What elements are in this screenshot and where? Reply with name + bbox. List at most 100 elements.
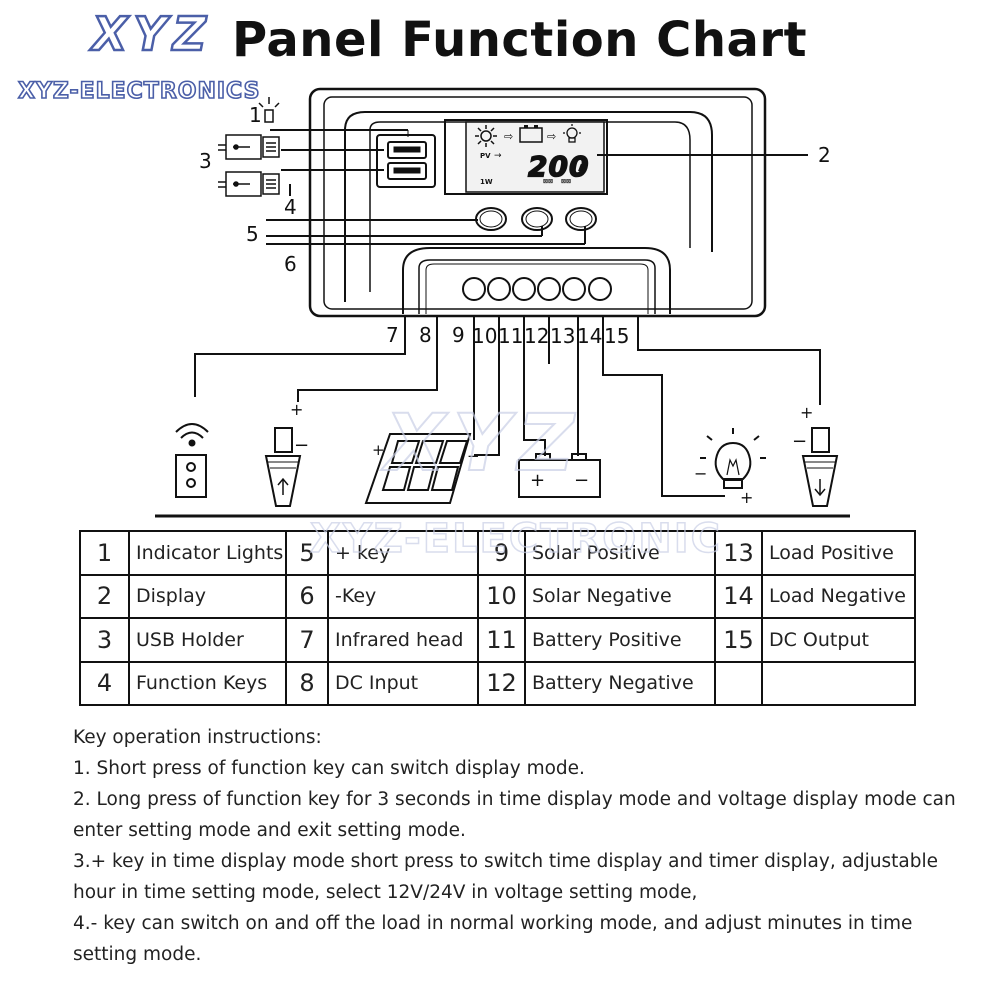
callout-number: 9 <box>452 323 465 347</box>
callout-numbers: 1 2 3 4 5 6 7 8 9 10 11 12 13 14 15 <box>199 103 831 348</box>
table-row: 1 Indicator Lights 5 + key 9 Solar Posit… <box>79 530 916 576</box>
callout-number: 15 <box>604 324 629 348</box>
item-label: Load Negative <box>761 573 916 619</box>
item-number: 4 <box>79 660 130 706</box>
power-label: 1W <box>480 178 493 186</box>
item-label: DC Input <box>327 660 479 706</box>
table-row: 2 Display 6 -Key 10 Solar Negative 14 Lo… <box>79 573 916 619</box>
item-label: + key <box>327 530 479 576</box>
item-number: 15 <box>714 617 763 663</box>
callout-number: 11 <box>498 324 523 348</box>
item-label: Display <box>128 573 287 619</box>
item-label <box>761 660 916 706</box>
terminal-screw <box>537 277 561 301</box>
lamp-load-icon: − + <box>694 428 766 507</box>
svg-text:→: → <box>494 151 502 161</box>
terminal-block <box>402 247 671 314</box>
callout-number: 8 <box>419 323 432 347</box>
svg-text:⇨: ⇨ <box>547 130 556 143</box>
logo-subtitle: XYZ-ELECTRONICS <box>18 79 260 104</box>
indicator-light <box>258 97 280 123</box>
solar-panel-icon: + − <box>364 433 480 504</box>
item-label: Battery Positive <box>524 617 716 663</box>
callout-number: 6 <box>284 252 297 276</box>
callout-number: 13 <box>550 324 575 348</box>
item-number: 11 <box>477 617 526 663</box>
callout-number: 2 <box>818 143 831 167</box>
callout-number: 14 <box>577 324 602 348</box>
callout-number: 7 <box>386 323 399 347</box>
lcd-display: PV → ⇨ ⇨ 200 A 1W ⊠⊠ ⊠⊠ <box>444 119 608 195</box>
wiring <box>194 316 821 497</box>
dc-output-plug-icon: + − <box>792 403 839 507</box>
svg-text:−: − <box>694 464 707 483</box>
function-keys <box>475 207 597 231</box>
plus-key <box>521 207 553 231</box>
item-number: 12 <box>477 660 526 706</box>
table-row: 4 Function Keys 8 DC Input 12 Battery Ne… <box>79 660 916 706</box>
callout-number: 3 <box>199 149 212 173</box>
svg-text:+: + <box>800 403 813 422</box>
svg-text:⊠⊠: ⊠⊠ <box>543 178 553 185</box>
item-number: 8 <box>285 660 329 706</box>
item-label: Indicator Lights <box>128 530 287 576</box>
svg-text:+: + <box>530 470 545 491</box>
item-label: Load Positive <box>761 530 916 576</box>
table-row: 3 USB Holder 7 Infrared head 11 Battery … <box>79 617 916 663</box>
instructions-heading: Key operation instructions: <box>73 727 322 748</box>
battery-icon <box>519 127 543 143</box>
callout-number: 12 <box>524 324 549 348</box>
callout-number: 5 <box>246 222 259 246</box>
callout-number: 4 <box>284 195 297 219</box>
key-operation-instructions: Key operation instructions: 1. Short pre… <box>73 722 973 970</box>
svg-text:+: + <box>740 488 753 507</box>
svg-text:−: − <box>467 447 480 465</box>
pv-label: PV <box>480 152 491 160</box>
display-reading: 200 <box>528 150 589 183</box>
item-number: 6 <box>285 573 329 619</box>
item-number: 10 <box>477 573 526 619</box>
instruction-line: 2. Long press of function key for 3 seco… <box>73 789 956 841</box>
sun-icon <box>475 125 497 147</box>
item-label: USB Holder <box>128 617 287 663</box>
svg-text:⇨: ⇨ <box>504 130 513 143</box>
instruction-line: 1. Short press of function key can switc… <box>73 758 585 779</box>
item-number: 3 <box>79 617 130 663</box>
instruction-line: 3.+ key in time display mode short press… <box>73 851 939 903</box>
item-number: 5 <box>285 530 329 576</box>
item-number: 9 <box>477 530 526 576</box>
item-number: 2 <box>79 573 130 619</box>
callout-number: 1 <box>249 103 262 127</box>
item-label: Solar Positive <box>524 530 716 576</box>
item-label: Infrared head <box>327 617 479 663</box>
item-label: Solar Negative <box>524 573 716 619</box>
terminal-screw <box>487 277 511 301</box>
bulb-icon <box>563 124 581 143</box>
item-label: Battery Negative <box>524 660 716 706</box>
callout-number: 10 <box>472 324 497 348</box>
item-number: 13 <box>714 530 763 576</box>
item-label: Function Keys <box>128 660 287 706</box>
usb-holder <box>376 134 436 188</box>
function-table: 1 Indicator Lights 5 + key 9 Solar Posit… <box>79 530 916 706</box>
controller-diagram: PV → ⇨ ⇨ 200 A 1W ⊠⊠ ⊠⊠ <box>155 87 850 518</box>
item-label: -Key <box>327 573 479 619</box>
item-number: 1 <box>79 530 130 576</box>
minus-key <box>565 207 597 231</box>
usb-plug-icon <box>218 134 280 160</box>
display-unit: A <box>578 163 586 174</box>
dc-input-plug-icon: + − <box>264 400 309 507</box>
item-number: 7 <box>285 617 329 663</box>
svg-text:−: − <box>294 435 309 456</box>
callout-lines <box>266 129 808 245</box>
svg-text:−: − <box>574 470 589 491</box>
battery-icon: + − <box>518 453 601 498</box>
terminal-screw <box>588 277 612 301</box>
usb-plug-icon <box>218 171 280 197</box>
terminal-screw <box>512 277 536 301</box>
svg-text:+: + <box>372 441 385 459</box>
svg-text:−: − <box>792 431 807 452</box>
item-label: DC Output <box>761 617 916 663</box>
svg-text:⊠⊠: ⊠⊠ <box>561 178 571 185</box>
item-number <box>714 660 763 706</box>
